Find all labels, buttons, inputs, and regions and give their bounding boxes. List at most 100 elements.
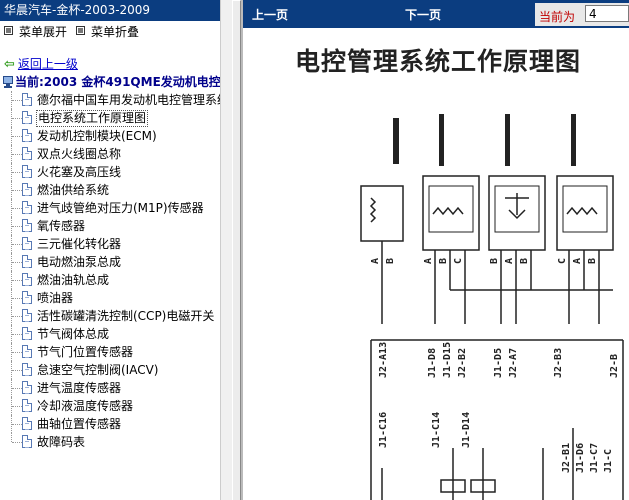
menu-item[interactable]: 双点火线圈总称 (0, 145, 220, 163)
tree-branch (12, 280, 22, 281)
menu-item-label: 节气门位置传感器 (37, 345, 134, 359)
document-icon (22, 219, 32, 232)
tree-branch (12, 316, 22, 317)
next-page-link[interactable]: 下一页 (405, 8, 442, 22)
menu-item[interactable]: 冷却液温度传感器 (0, 397, 220, 415)
menu-item-label: 发动机控制模块(ECM) (37, 129, 157, 143)
panel-splitter[interactable] (220, 0, 232, 500)
connector-label: J1-C7 (589, 443, 600, 473)
menu-item-label: 双点火线圈总称 (37, 147, 122, 161)
menu-item[interactable]: 节气阀体总成 (0, 325, 220, 343)
pin-label: B (587, 258, 598, 264)
document-icon (22, 399, 32, 412)
menu-item-label: 电动燃油泵总成 (37, 255, 122, 269)
menu-item-label: 进气歧管绝对压力(M1P)传感器 (37, 201, 204, 215)
document-icon (22, 201, 32, 214)
menu-item[interactable]: 燃油供给系统 (0, 181, 220, 199)
sidebar-panel: 华晨汽车-金杯-2003-2009 菜单展开 菜单折叠 ⇦返回上一级 当前:20… (0, 0, 220, 500)
tree-branch (12, 244, 22, 245)
document-icon (22, 309, 32, 322)
document-icon (22, 417, 32, 430)
menu-item[interactable]: 燃油油轨总成 (0, 271, 220, 289)
connector-label: J2-B3 (553, 348, 564, 378)
document-icon (22, 345, 32, 358)
menu-item[interactable]: 电动燃油泵总成 (0, 253, 220, 271)
tree-line (11, 199, 12, 217)
tree-branch (12, 334, 22, 335)
connector-label: J2-B (609, 354, 620, 378)
menu-item[interactable]: 喷油器 (0, 289, 220, 307)
tree-branch (12, 424, 22, 425)
menu-item[interactable]: 故障码表 (0, 433, 220, 451)
tree-line (11, 253, 12, 271)
pin-label: A (504, 258, 515, 264)
sidebar-scrollbar[interactable] (232, 0, 241, 500)
tree-line (11, 325, 12, 343)
menu-item[interactable]: 进气温度传感器 (0, 379, 220, 397)
tree-line (11, 433, 12, 442)
tree-line (11, 217, 12, 235)
tree-line (11, 307, 12, 325)
collapse-menu-button[interactable]: 菜单折叠 (76, 24, 139, 40)
scrollbar-thumb[interactable] (232, 0, 241, 500)
content-panel: 上一页 下一页 当前为 电控管理系统工作原理图 (241, 0, 629, 500)
pin-label: A (423, 258, 434, 264)
document-icon (22, 165, 32, 178)
menu-item[interactable]: 曲轴位置传感器 (0, 415, 220, 433)
connector-label: J1-C (603, 449, 614, 473)
tree-line (11, 145, 12, 163)
menu-item-label: 故障码表 (37, 435, 86, 449)
menu-item[interactable]: 火花塞及高压线 (0, 163, 220, 181)
menu-item-label: 燃油供给系统 (37, 183, 110, 197)
back-link-label: 返回上一级 (17, 57, 78, 71)
back-link[interactable]: ⇦返回上一级 (4, 56, 78, 72)
sensor-box-2 (422, 175, 480, 251)
tree-branch (12, 172, 22, 173)
current-location-label: 当前:2003 金杯491QME发动机电控 (15, 75, 220, 89)
tree-branch (12, 370, 22, 371)
document-icon (22, 291, 32, 304)
expand-menu-button[interactable]: 菜单展开 (4, 24, 67, 40)
tree-branch (12, 298, 22, 299)
menu-item-label: 怠速空气控制阀(IACV) (37, 363, 159, 377)
tree-branch (12, 262, 22, 263)
menu-item-label: 曲轴位置传感器 (37, 417, 122, 431)
ecm-box (370, 339, 624, 500)
document-icon (22, 237, 32, 250)
menu-item[interactable]: 发动机控制模块(ECM) (0, 127, 220, 145)
current-page-label: 当前为 (539, 10, 576, 24)
menu-item[interactable]: 德尔福中国车用发动机电控管理系统 (0, 91, 220, 109)
collapse-menu-label: 菜单折叠 (91, 25, 140, 39)
tree-line (11, 379, 12, 397)
pin-label: B (489, 258, 500, 264)
tree-line (11, 109, 12, 127)
sensor-coil-1 (369, 197, 377, 223)
document-icon (22, 147, 32, 160)
tree-line (11, 289, 12, 307)
tree-branch (12, 118, 22, 119)
menu-item[interactable]: 节气门位置传感器 (0, 343, 220, 361)
sensor-box-1 (360, 185, 404, 242)
document-icon (22, 381, 32, 394)
menu-item[interactable]: 怠速空气控制阀(IACV) (0, 361, 220, 379)
menu-item[interactable]: 活性碳罐清洗控制(CCP)电磁开关 (0, 307, 220, 325)
sensor-box-3 (488, 175, 546, 251)
tree-branch (12, 208, 22, 209)
document-icon (22, 363, 32, 376)
prev-page-link[interactable]: 上一页 (252, 8, 289, 22)
sidebar-title: 华晨汽车-金杯-2003-2009 (0, 0, 220, 21)
menu-item[interactable]: 三元催化转化器 (0, 235, 220, 253)
current-location: 当前:2003 金杯491QME发动机电控 (3, 74, 220, 90)
tree-line (11, 361, 12, 379)
connector-label: J2-A7 (508, 348, 519, 378)
menu-item-label: 德尔福中国车用发动机电控管理系统 (37, 93, 220, 107)
page-number-input[interactable] (585, 5, 629, 22)
connector-label: J2-B2 (457, 348, 468, 378)
expand-menu-label: 菜单展开 (19, 25, 68, 39)
menu-item-label: 火花塞及高压线 (37, 165, 122, 179)
document-icon (22, 93, 32, 106)
menu-item[interactable]: 氧传感器 (0, 217, 220, 235)
menu-item[interactable]: 进气歧管绝对压力(M1P)传感器 (0, 199, 220, 217)
menu-item[interactable]: 电控系统工作原理图 (0, 109, 220, 127)
